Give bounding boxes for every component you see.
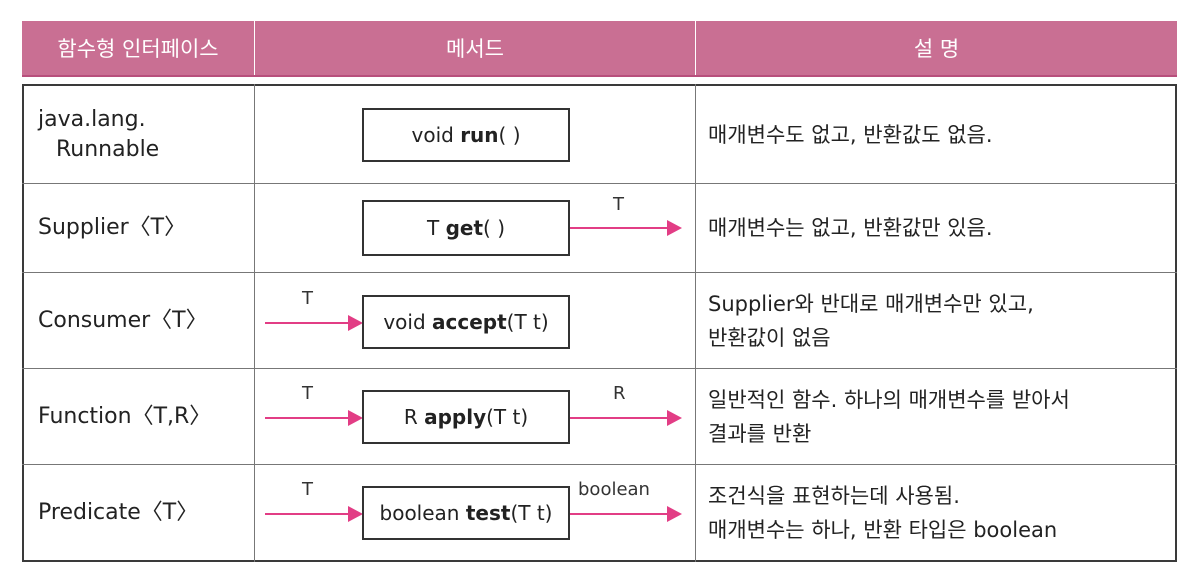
parameter-type-label: T xyxy=(302,383,313,404)
row-divider xyxy=(22,368,1177,369)
method-box: R apply(T t) xyxy=(362,390,570,444)
table-row-description: 매개변수는 없고, 반환값만 있음. xyxy=(708,184,1168,272)
table-row-description: 조건식을 표현하는데 사용됨. 매개변수는 하나, 반환 타입은 boolean xyxy=(708,465,1168,561)
table-row-interface: java.lang. Runnable xyxy=(38,86,248,183)
table-row-interface: Supplier〈T〉 xyxy=(38,184,248,272)
description-line: 조건식을 표현하는데 사용됨. xyxy=(708,484,960,508)
return-type-label: boolean xyxy=(578,479,650,500)
table-row-description: 일반적인 함수. 하나의 매개변수를 받아서 결과를 반환 xyxy=(708,369,1168,464)
row-divider xyxy=(22,464,1177,465)
interface-name: Function〈T,R〉 xyxy=(38,403,212,429)
parameter-arrow xyxy=(265,506,363,522)
method-box: boolean test(T t) xyxy=(362,486,570,540)
return-arrow xyxy=(570,506,682,522)
parameter-arrow xyxy=(265,315,363,331)
description-line: 매개변수는 하나, 반환 타입은 boolean xyxy=(708,518,1058,542)
table-row-description: 매개변수도 없고, 반환값도 없음. xyxy=(708,86,1168,183)
table-row-interface: Function〈T,R〉 xyxy=(38,369,248,464)
method-name: apply xyxy=(424,405,487,429)
return-type-label: R xyxy=(613,383,626,404)
parameter-type-label: T xyxy=(302,479,313,500)
method-box: void run( ) xyxy=(362,108,570,162)
table-frame xyxy=(22,84,1177,562)
column-divider xyxy=(254,84,255,562)
header-interface: 함수형 인터페이스 xyxy=(22,21,254,75)
description-line: Supplier와 반대로 매개변수만 있고, xyxy=(708,291,1034,316)
table-row-interface: Consumer〈T〉 xyxy=(38,273,248,368)
parameter-arrow xyxy=(265,410,363,426)
column-divider xyxy=(695,84,696,562)
row-divider xyxy=(22,272,1177,273)
description-line: 매개변수도 없고, 반환값도 없음. xyxy=(708,122,993,147)
return-arrow xyxy=(570,410,682,426)
header-method: 메서드 xyxy=(255,21,695,75)
method-name: get xyxy=(445,216,484,240)
interface-name-line2: Runnable xyxy=(56,136,160,162)
interface-name: Consumer〈T〉 xyxy=(38,307,208,333)
return-arrow xyxy=(570,220,682,236)
interface-name: java.lang. xyxy=(38,106,146,132)
interface-name: Predicate〈T〉 xyxy=(38,500,199,525)
table-row-interface: Predicate〈T〉 xyxy=(38,465,248,561)
description-line: 일반적인 함수. 하나의 매개변수를 받아서 xyxy=(708,387,1070,412)
return-type-label: T xyxy=(613,194,624,215)
method-name: test xyxy=(465,501,511,525)
method-name: accept xyxy=(432,310,507,334)
interface-name: Supplier〈T〉 xyxy=(38,215,187,240)
header-underline xyxy=(22,75,1177,77)
parameter-type-label: T xyxy=(302,288,313,309)
method-box: T get( ) xyxy=(362,200,570,256)
description-line: 매개변수는 없고, 반환값만 있음. xyxy=(708,216,993,240)
description-line: 결과를 반환 xyxy=(708,421,812,446)
method-box: void accept(T t) xyxy=(362,295,570,349)
table-row-description: Supplier와 반대로 매개변수만 있고, 반환값이 없음 xyxy=(708,273,1168,368)
header-description: 설 명 xyxy=(696,21,1177,75)
method-name: run xyxy=(460,123,499,147)
description-line: 반환값이 없음 xyxy=(708,325,831,350)
row-divider xyxy=(22,183,1177,184)
